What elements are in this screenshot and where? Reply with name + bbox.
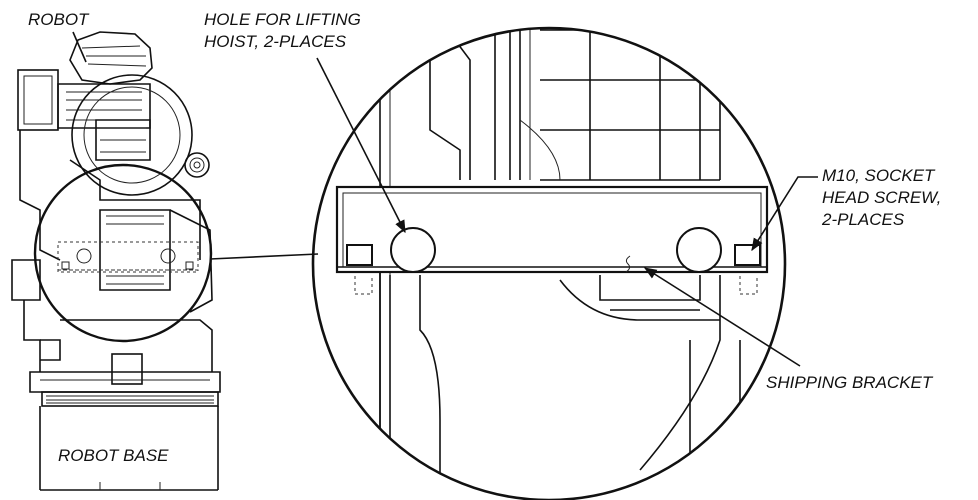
leader-robot bbox=[72, 31, 87, 63]
lifting-hole-right bbox=[676, 227, 722, 273]
leader-socket-screw bbox=[751, 176, 818, 252]
socket-screw-label-line2: HEAD SCREW, bbox=[822, 188, 942, 207]
lifting-hole-label-line2: HOIST, 2-PLACES bbox=[204, 32, 347, 51]
socket-screw-label-line3: 2-PLACES bbox=[822, 210, 905, 229]
robot-base-label: ROBOT BASE bbox=[58, 445, 169, 467]
socket-screw-label: M10, SOCKET HEAD SCREW, 2-PLACES bbox=[822, 165, 941, 231]
detail-circle bbox=[311, 26, 787, 500]
shipping-bracket-label: SHIPPING BRACKET bbox=[766, 372, 932, 394]
leader-lifting-hole bbox=[316, 57, 406, 234]
robot-side-view bbox=[11, 31, 221, 491]
leader-shipping-bracket bbox=[643, 267, 801, 367]
socket-screw-left bbox=[346, 244, 373, 266]
robot-label-text: ROBOT bbox=[28, 10, 89, 29]
detail-connector-line bbox=[209, 253, 319, 260]
socket-screw-right bbox=[734, 244, 761, 266]
socket-screw-label-line1: M10, SOCKET bbox=[822, 166, 935, 185]
lifting-hole-label-line1: HOLE FOR LIFTING bbox=[204, 10, 361, 29]
shipping-bracket bbox=[335, 185, 769, 274]
lifting-hole-left bbox=[390, 227, 436, 273]
shipping-bracket-label-text: SHIPPING BRACKET bbox=[766, 373, 933, 392]
robot-base-label-text: ROBOT BASE bbox=[58, 446, 169, 465]
robot-label: ROBOT bbox=[28, 9, 88, 31]
lifting-hole-label: HOLE FOR LIFTING HOIST, 2-PLACES bbox=[204, 9, 361, 53]
